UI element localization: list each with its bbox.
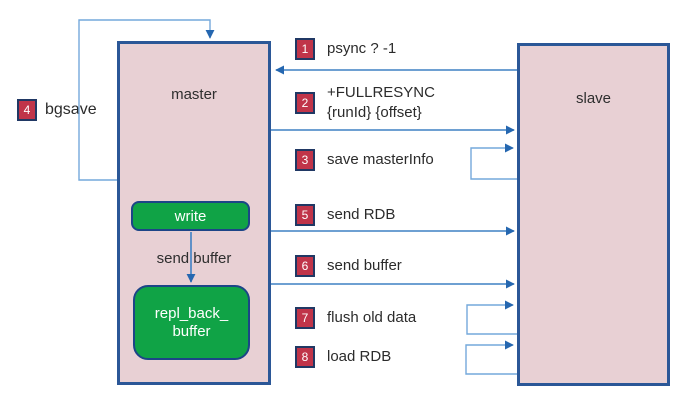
- repl-back-buffer-label-line2: buffer: [172, 322, 211, 340]
- step-badge-5: 5: [295, 204, 315, 226]
- arrow-loop-load-rdb: [465, 340, 517, 375]
- arrow-loop-flush-old-data: [466, 300, 517, 335]
- step-load-rdb: 8 load RDB: [295, 345, 391, 369]
- repl-back-buffer-label-line1: repl_back_: [154, 304, 229, 322]
- step-label-load-rdb: load RDB: [327, 347, 392, 365]
- step-label-send-rdb: send RDB: [327, 205, 396, 223]
- step-bgsave: 4 bgsave: [17, 99, 97, 121]
- step-badge-8: 8: [295, 346, 315, 368]
- step-fullresync: 2 +FULLRESYNC {runId} {offset}: [295, 81, 435, 125]
- step-badge-1: 1: [295, 38, 315, 60]
- step-badge-6: 6: [295, 255, 315, 277]
- step-label-save-masterinfo: save masterInfo: [327, 150, 434, 168]
- step-label-send-buffer: send buffer: [327, 256, 402, 274]
- step-badge-4: 4: [17, 99, 37, 121]
- write-box: write: [131, 201, 250, 231]
- step-badge-3: 3: [295, 149, 315, 171]
- step-flush-old-data: 7 flush old data: [295, 306, 416, 330]
- step-badge-7: 7: [295, 307, 315, 329]
- step-label-fullresync-line2: {runId} {offset}: [327, 104, 422, 121]
- step-label-bgsave: bgsave: [45, 101, 97, 119]
- step-label-psync: psync ? -1: [327, 39, 397, 57]
- master-node: master write send buffer repl_back_ buff…: [117, 41, 271, 385]
- master-label: master: [171, 86, 217, 103]
- step-send-buffer: 6 send buffer: [295, 254, 402, 278]
- step-label-flush-old-data: flush old data: [327, 308, 417, 326]
- repl-back-buffer-box: repl_back_ buffer: [133, 285, 250, 360]
- send-buffer-caption: send buffer: [156, 250, 232, 267]
- slave-node: slave: [517, 43, 670, 386]
- arrow-loop-save-masterinfo: [470, 143, 517, 180]
- write-label: write: [174, 207, 207, 225]
- step-label-fullresync: +FULLRESYNC {runId} {offset}: [327, 83, 435, 124]
- step-label-fullresync-line1: +FULLRESYNC: [327, 83, 435, 101]
- step-save-masterinfo: 3 save masterInfo: [295, 148, 434, 172]
- slave-label: slave: [575, 90, 612, 107]
- step-badge-2: 2: [295, 92, 315, 114]
- step-psync: 1 psync ? -1: [295, 37, 396, 61]
- step-send-rdb: 5 send RDB: [295, 203, 395, 227]
